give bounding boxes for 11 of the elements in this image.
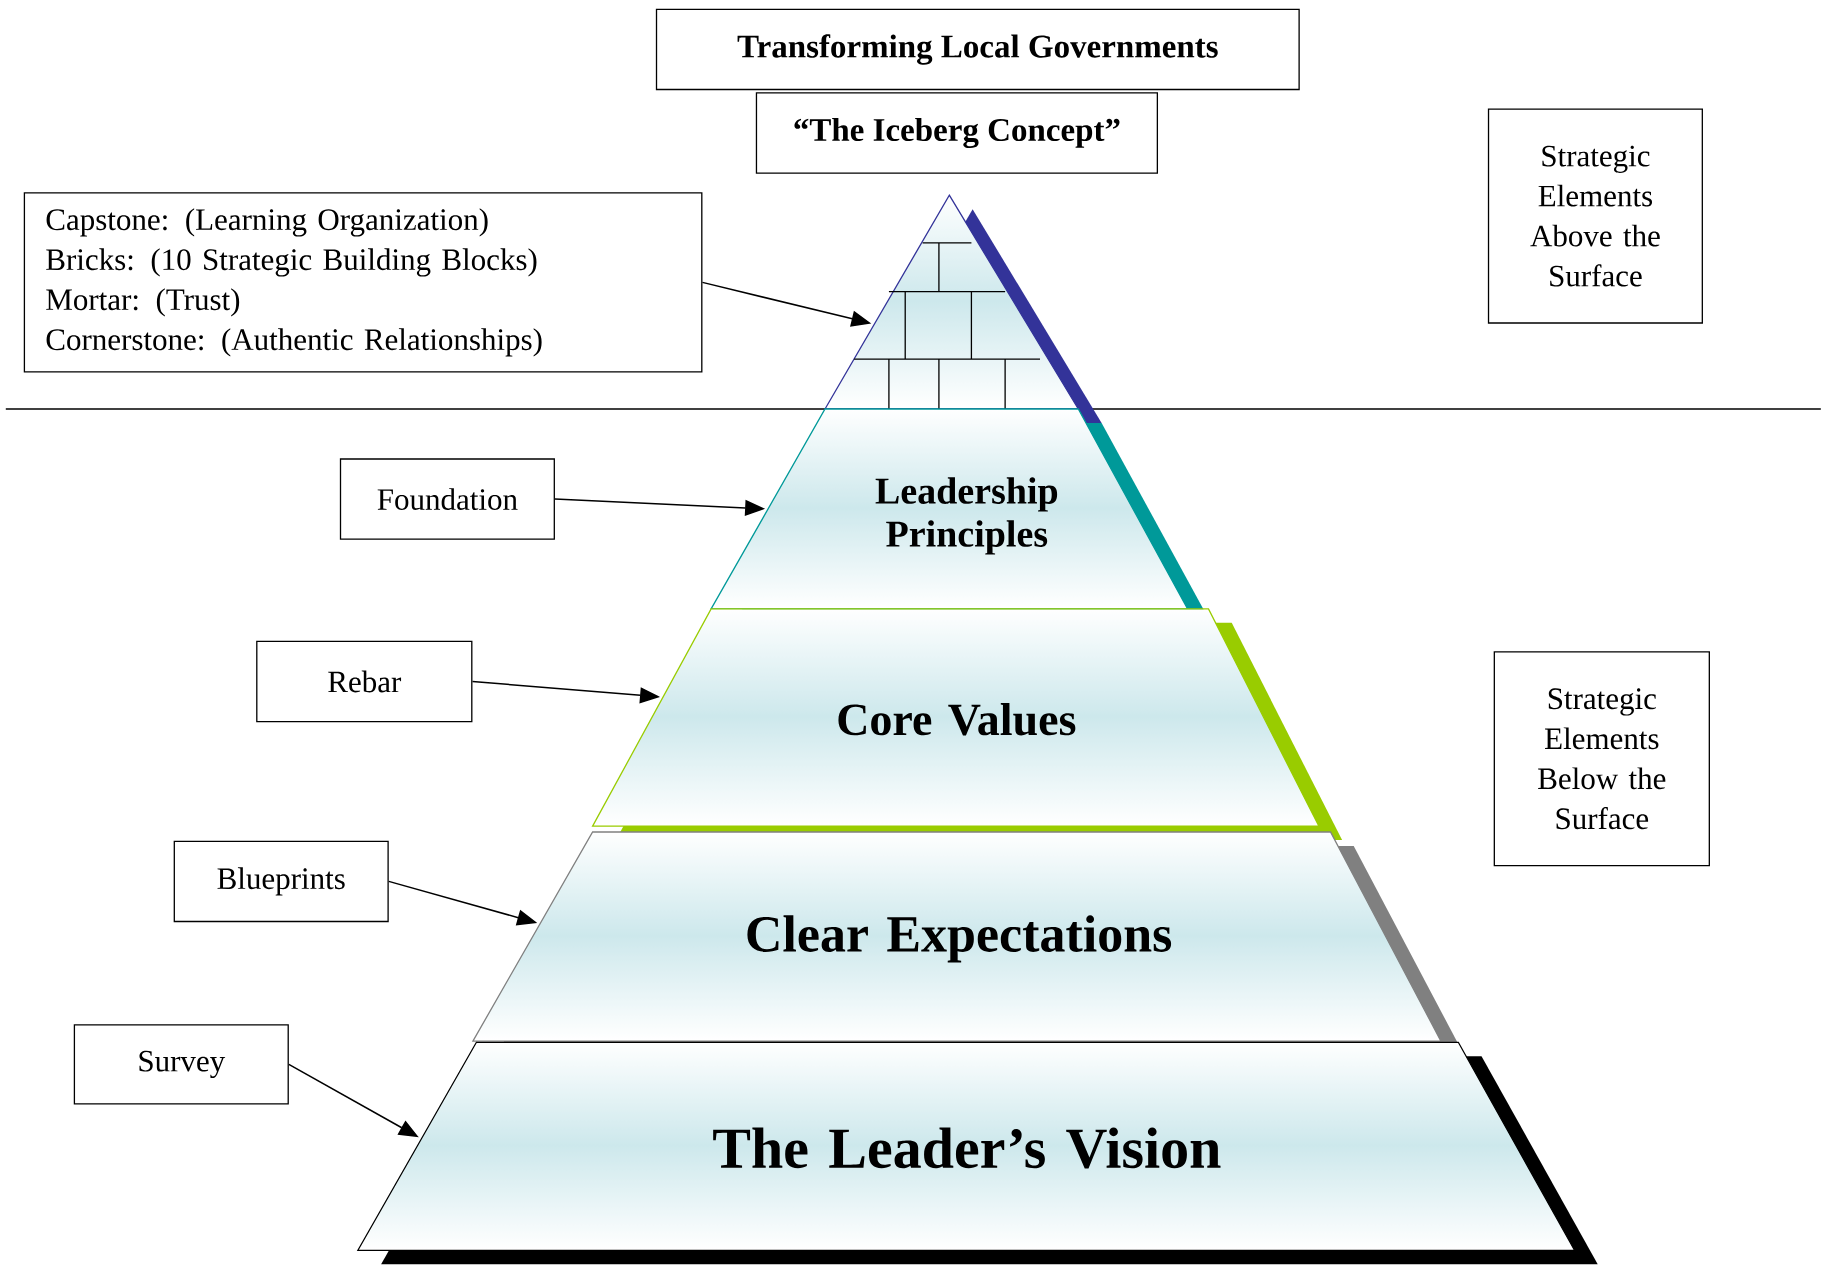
pyramid-layer: Leadership Principles — [710, 408, 1211, 623]
text-box: Strategic Elements Above the Surface — [1487, 108, 1703, 324]
pyramid-layer: Core Values — [591, 608, 1343, 841]
text-box: Blueprints — [173, 840, 389, 923]
text-box: Rebar — [256, 640, 473, 723]
text-box: Foundation — [339, 458, 555, 540]
title-box: Transforming Local Governments — [655, 8, 1300, 91]
text-box: Strategic Elements Below the Surface — [1493, 651, 1710, 867]
text-box: “The Iceberg Concept” — [755, 92, 1158, 174]
text-box: Survey — [73, 1024, 289, 1105]
text-box: Capstone: (Learning Organization) Bricks: (10 Strategic Building Blocks) Mortar: (Trust) Cornerstone: (Authentic Relationships) — [23, 192, 703, 373]
